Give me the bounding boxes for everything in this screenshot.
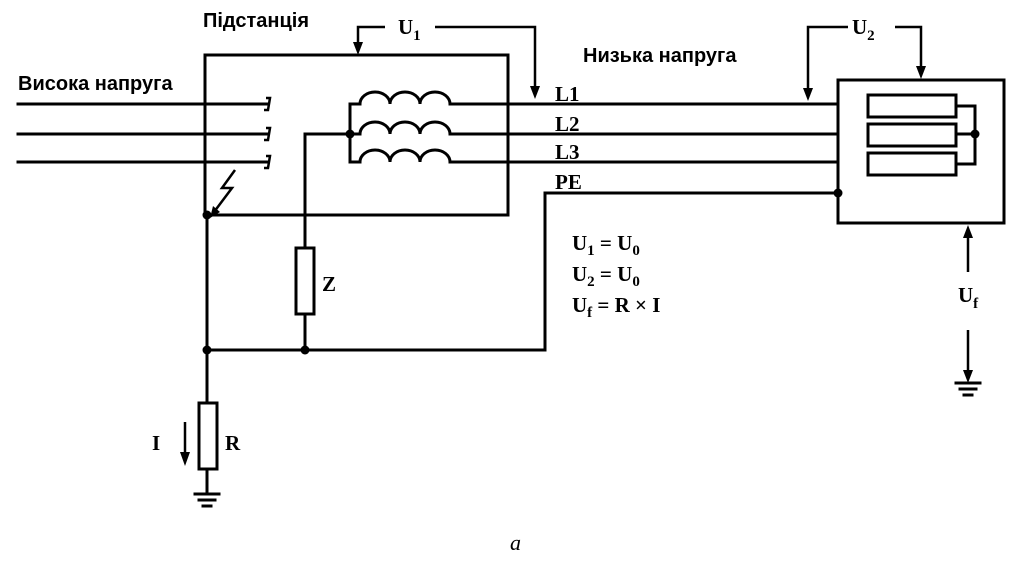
low-voltage-label: Низька напруга: [583, 45, 737, 67]
formula-u2: U2 = U0: [572, 262, 640, 290]
formula-u1: U1 = U0: [572, 231, 640, 259]
u2-bracket: [803, 25, 926, 101]
pe-conductor: [543, 191, 840, 352]
current-arrow: [180, 422, 190, 466]
ground-symbol-right: [954, 381, 982, 397]
pe-label: PE: [555, 170, 582, 194]
substation-earth-bus: [202, 210, 547, 405]
load-elements: [833, 93, 980, 198]
u1-label: U1: [398, 15, 421, 44]
formula-uf: Uf = R × I: [572, 293, 660, 321]
substation-label: Підстанція: [203, 10, 309, 32]
uf-arrow: [963, 225, 973, 383]
high-voltage-label: Висока напруга: [18, 73, 173, 95]
fault-symbol: [213, 169, 237, 213]
uf-label: Uf: [958, 283, 979, 312]
ground-symbol-left: [193, 492, 221, 508]
u1-bracket: [353, 25, 540, 99]
l3-label: L3: [555, 140, 580, 164]
switch-contacts: [264, 96, 272, 170]
z-label: Z: [322, 272, 336, 296]
l2-label: L2: [555, 112, 580, 136]
i-label: I: [152, 431, 160, 455]
high-voltage-lines: [16, 102, 270, 164]
figure-caption: a: [510, 530, 521, 555]
u2-label: U2: [852, 15, 875, 44]
impedance-z: [294, 246, 316, 316]
low-voltage-lines: [448, 102, 870, 164]
r-label: R: [225, 431, 241, 455]
l1-label: L1: [555, 82, 580, 106]
resistor-r: [197, 401, 219, 471]
neutral-wire: [303, 132, 352, 250]
formulas: U1 = U0 U2 = U0 Uf = R × I: [572, 231, 660, 321]
